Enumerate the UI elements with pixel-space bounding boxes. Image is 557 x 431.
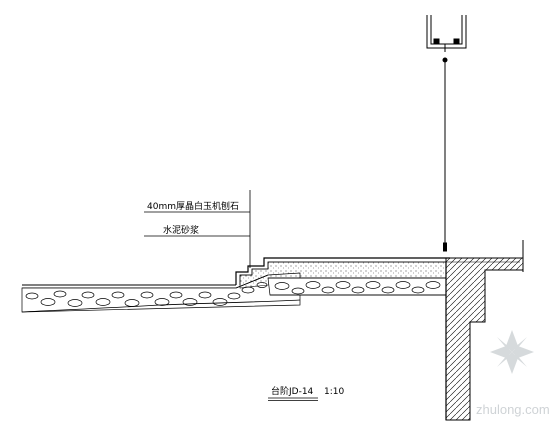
title-name: 台阶JD-14 bbox=[271, 385, 314, 397]
title-scale: 1:10 bbox=[324, 387, 344, 397]
watermark-logo-icon bbox=[490, 330, 534, 374]
ceiling-rail bbox=[426, 15, 467, 52]
concrete-wall bbox=[445, 240, 524, 421]
ground-surface bbox=[22, 284, 236, 289]
watermark: zhulong.com bbox=[476, 330, 550, 417]
label-mortar-layer: 水泥砂浆 bbox=[163, 224, 199, 236]
label-leaders bbox=[144, 190, 251, 268]
watermark-text: zhulong.com bbox=[476, 402, 550, 417]
hanging-rod bbox=[442, 57, 448, 252]
gravel-base-platform bbox=[267, 277, 447, 296]
drawing-title: 台阶JD-14 1:10 bbox=[268, 385, 344, 401]
stair-profile bbox=[235, 257, 450, 289]
label-finish-layer: 40mm厚晶白玉机刨石 bbox=[147, 200, 239, 212]
